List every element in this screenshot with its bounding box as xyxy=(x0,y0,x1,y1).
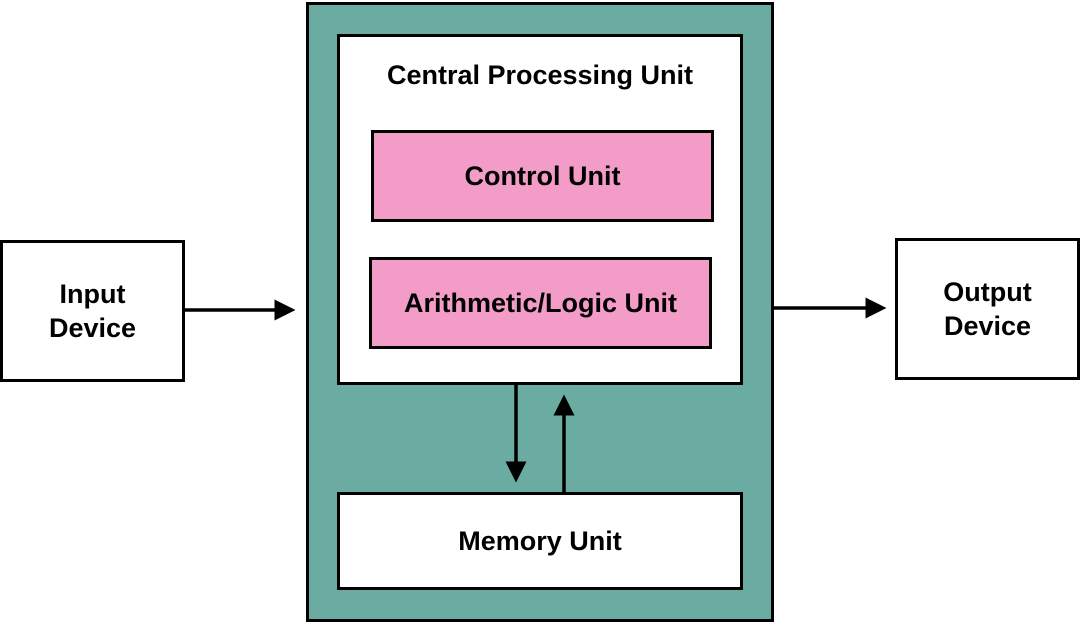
alu-box: Arithmetic/Logic Unit xyxy=(369,257,712,349)
watermark: 知乎 @SIY.Z xyxy=(884,563,1052,596)
output-device-label: Output Device xyxy=(943,277,1032,341)
output-device-box: Output Device xyxy=(895,238,1080,380)
memory-unit-label: Memory Unit xyxy=(458,525,622,556)
input-device-label: Input Device xyxy=(48,279,137,343)
cpu-title: Central Processing Unit xyxy=(386,60,694,90)
input-device-box: Input Device xyxy=(0,240,185,382)
alu-label: Arithmetic/Logic Unit xyxy=(403,287,677,318)
memory-unit-box: Memory Unit xyxy=(337,492,743,590)
control-unit-label: Control Unit xyxy=(464,160,621,191)
control-unit-box: Control Unit xyxy=(371,130,714,222)
